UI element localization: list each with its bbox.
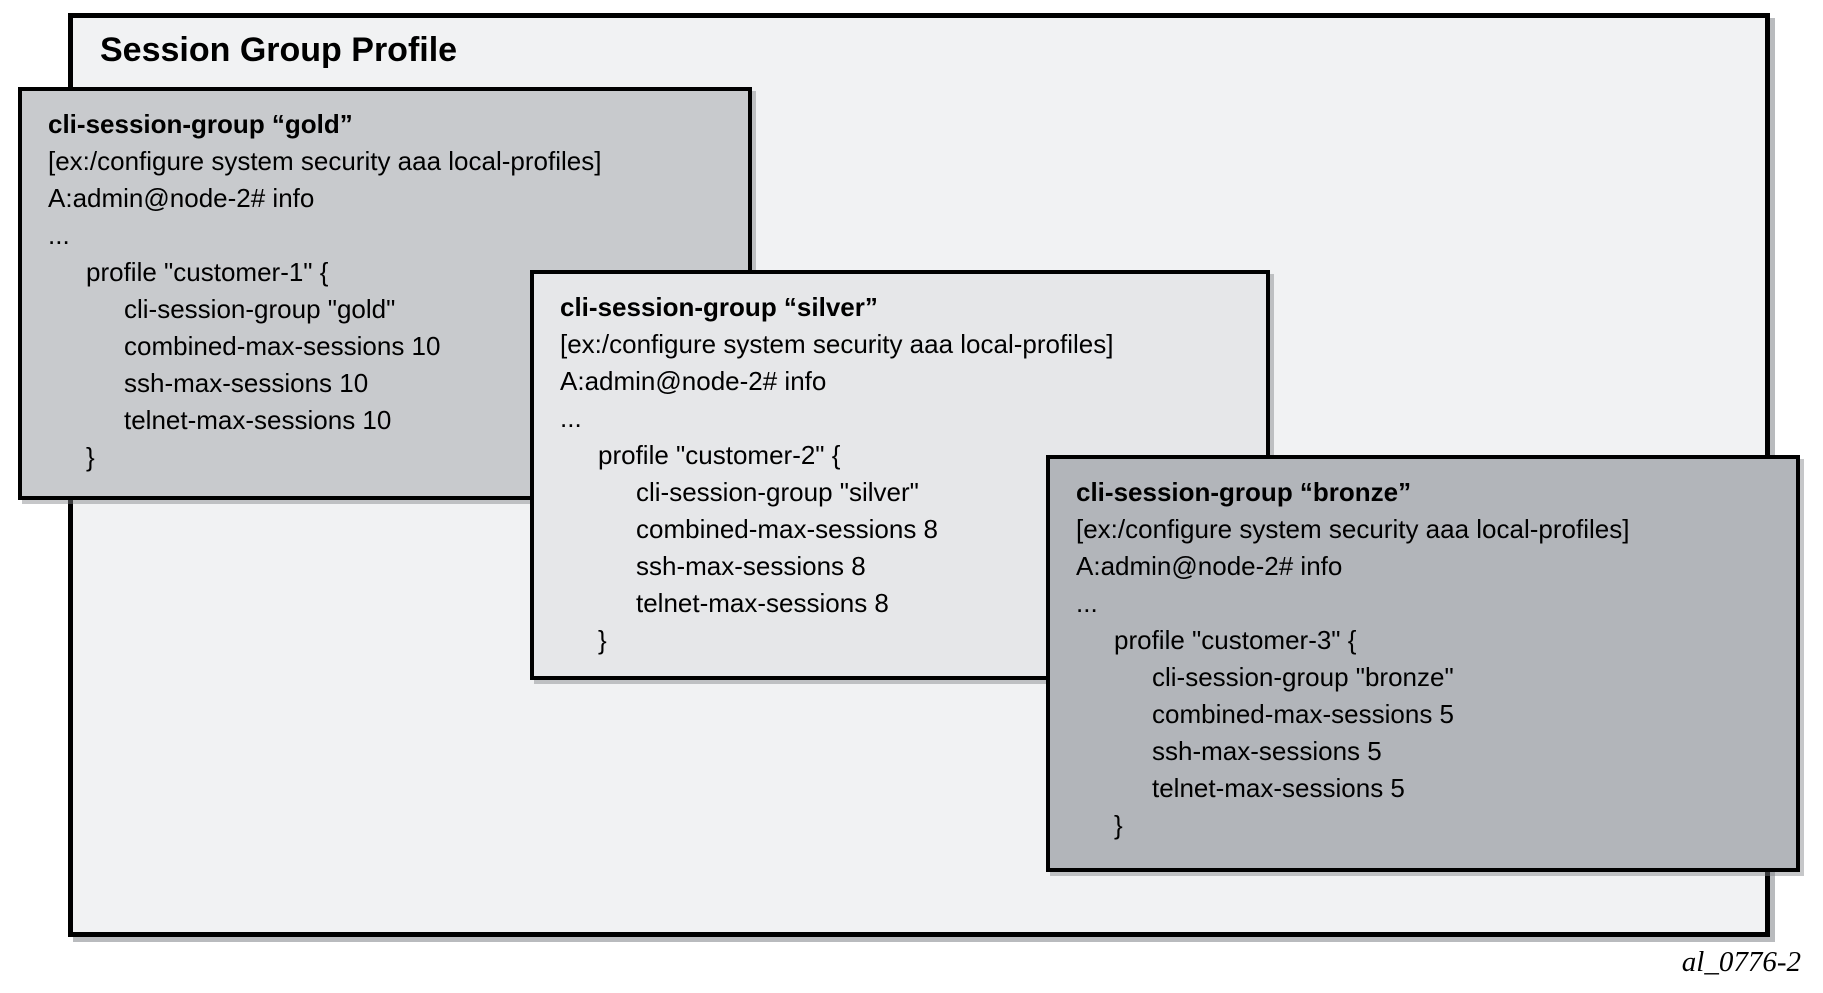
box-header-bronze: cli-session-group “bronze”: [1076, 477, 1412, 507]
code-line-combined-max: combined-max-sessions 8: [636, 514, 939, 544]
code-line-profile-open: profile "customer-1" {: [86, 257, 329, 287]
code-line-combined-max: combined-max-sessions 10: [124, 331, 441, 361]
code-line-telnet-max: telnet-max-sessions 8: [636, 588, 889, 618]
code-line-ellipsis: ...: [560, 403, 582, 433]
code-line-session-group: cli-session-group "silver": [636, 477, 919, 507]
code-line-ellipsis: ...: [48, 220, 70, 250]
session-group-box-bronze: cli-session-group “bronze” [ex:/configur…: [1046, 455, 1800, 872]
code-line-context: [ex:/configure system security aaa local…: [1076, 514, 1630, 544]
code-line-profile-open: profile "customer-2" {: [598, 440, 841, 470]
code-line-ssh-max: ssh-max-sessions 10: [124, 368, 369, 398]
code-line-context: [ex:/configure system security aaa local…: [560, 329, 1114, 359]
code-line-context: [ex:/configure system security aaa local…: [48, 146, 602, 176]
figure-id-caption: al_0776-2: [1681, 946, 1801, 978]
code-line-profile-open: profile "customer-3" {: [1114, 625, 1357, 655]
code-line-telnet-max: telnet-max-sessions 5: [1152, 773, 1405, 803]
code-line-session-group: cli-session-group "bronze": [1152, 662, 1454, 692]
code-line-telnet-max: telnet-max-sessions 10: [124, 405, 392, 435]
code-line-ellipsis: ...: [1076, 588, 1098, 618]
code-line-profile-close: }: [86, 442, 95, 472]
box-header-gold: cli-session-group “gold”: [48, 109, 353, 139]
code-line-ssh-max: ssh-max-sessions 8: [636, 551, 866, 581]
box-header-silver: cli-session-group “silver”: [560, 292, 878, 322]
code-line-profile-close: }: [1114, 810, 1123, 840]
code-line-prompt: A:admin@node-2# info: [560, 366, 827, 396]
code-line-ssh-max: ssh-max-sessions 5: [1152, 736, 1382, 766]
code-line-prompt: A:admin@node-2# info: [1076, 551, 1343, 581]
code-line-combined-max: combined-max-sessions 5: [1152, 699, 1455, 729]
figure-title: Session Group Profile: [100, 31, 458, 69]
code-line-prompt: A:admin@node-2# info: [48, 183, 315, 213]
code-line-session-group: cli-session-group "gold": [124, 294, 396, 324]
code-line-profile-close: }: [598, 625, 607, 655]
